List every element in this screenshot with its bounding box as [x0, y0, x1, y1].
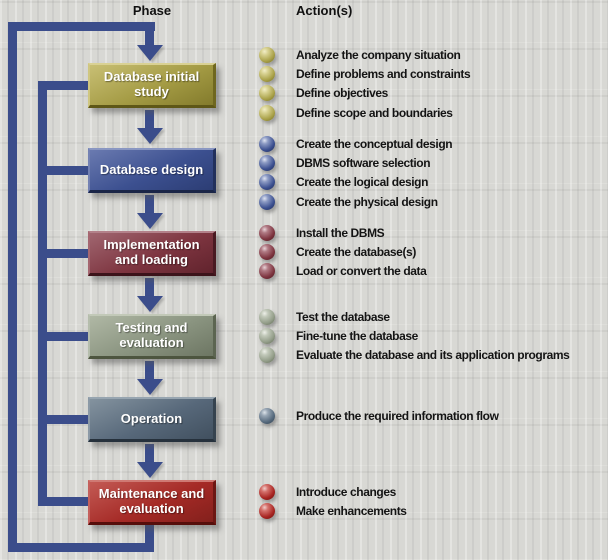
- action-item: Analyze the company situation: [259, 45, 470, 64]
- bullet-sphere-icon: [259, 244, 275, 261]
- action-label: Produce the required information flow: [296, 408, 499, 423]
- feedback-loop-left-line: [8, 22, 17, 552]
- action-label: Define problems and constraints: [296, 67, 471, 82]
- feedback-branch-phase-3: [38, 249, 90, 258]
- action-item: Define problems and constraints: [259, 64, 471, 83]
- bullet-sphere-icon: [259, 193, 275, 210]
- bullet-sphere-icon: [259, 503, 275, 520]
- action-label: Test the database: [296, 309, 390, 324]
- bullet-sphere-icon: [259, 135, 275, 152]
- action-group-operation: Produce the required information flow: [259, 406, 499, 425]
- phase-box-label: Database design: [99, 161, 204, 177]
- bullet-sphere-icon: [259, 104, 275, 121]
- phase-column-header: Phase: [132, 3, 172, 18]
- down-arrow-icon: [137, 45, 163, 61]
- down-arrow-icon: [137, 213, 163, 229]
- feedback-loop-top-line: [8, 22, 155, 31]
- down-arrow-icon: [137, 462, 163, 478]
- action-label: DBMS software selection: [296, 156, 431, 171]
- action-item: Introduce changes: [259, 482, 407, 501]
- flow-arrow-stub-5-6: [145, 444, 154, 462]
- action-item: Load or convert the data: [259, 262, 427, 281]
- flow-arrow-stub-4-5: [145, 361, 154, 379]
- action-label: Evaluate the database and its applicatio…: [296, 348, 570, 363]
- bullet-sphere-icon: [259, 46, 275, 63]
- bullet-sphere-icon: [259, 308, 275, 325]
- bullet-sphere-icon: [259, 263, 275, 280]
- phase-box-testing-and-evaluation: Testing and evaluation: [88, 314, 216, 359]
- flow-arrow-stub-3-4: [145, 278, 154, 296]
- bullet-sphere-icon: [259, 66, 275, 83]
- flow-arrow-stub-entry: [145, 29, 154, 47]
- action-item: Fine-tune the database: [259, 326, 569, 345]
- actions-column-header: Action(s): [296, 3, 353, 18]
- feedback-branch-phase-4: [38, 332, 90, 341]
- action-label: Create the database(s): [296, 245, 416, 260]
- action-item: Evaluate the database and its applicatio…: [259, 346, 570, 365]
- action-item: Make enhancements: [259, 501, 407, 520]
- flow-arrow-stub-2-3: [145, 195, 154, 213]
- action-group-testing-and-evaluation: Test the database Fine-tune the database…: [259, 307, 570, 365]
- down-arrow-icon: [137, 296, 163, 312]
- phase-box-label: Database initial study: [103, 69, 200, 99]
- feedback-inner-line: [38, 81, 47, 506]
- bullet-sphere-icon: [259, 328, 275, 345]
- action-group-database-initial-study: Analyze the company situation Define pro…: [259, 45, 471, 123]
- action-item: Define scope and boundaries: [259, 103, 470, 122]
- action-label: Load or convert the data: [296, 264, 427, 279]
- phase-box-label: Maintenance and evaluation: [98, 486, 205, 516]
- action-item: Install the DBMS: [259, 223, 426, 242]
- action-item: Create the logical design: [259, 173, 452, 192]
- action-label: Analyze the company situation: [296, 47, 461, 62]
- bullet-sphere-icon: [259, 483, 275, 500]
- phase-box-label: Testing and evaluation: [115, 320, 188, 350]
- action-item: Test the database: [259, 307, 569, 326]
- phase-box-implementation-and-loading: Implementation and loading: [88, 231, 216, 276]
- down-arrow-icon: [137, 128, 163, 144]
- action-item: Create the physical design: [259, 192, 452, 211]
- flow-arrow-stub-1-2: [145, 110, 154, 128]
- action-label: Create the physical design: [296, 194, 438, 209]
- phase-box-label: Implementation and loading: [103, 237, 200, 267]
- action-item: Create the conceptual design: [259, 134, 453, 153]
- action-group-maintenance-and-evaluation: Introduce changes Make enhancements: [259, 482, 407, 521]
- action-item: Create the database(s): [259, 242, 426, 261]
- bullet-sphere-icon: [259, 224, 275, 241]
- feedback-loop-bottom-line: [8, 543, 154, 552]
- action-item: Define objectives: [259, 84, 470, 103]
- feedback-branch-phase-5: [38, 415, 90, 424]
- action-label: Define objectives: [296, 86, 388, 101]
- phase-box-database-initial-study: Database initial study: [88, 63, 216, 108]
- phase-box-maintenance-and-evaluation: Maintenance and evaluation: [88, 480, 216, 525]
- action-label: Introduce changes: [296, 484, 396, 499]
- action-group-implementation-and-loading: Install the DBMS Create the database(s) …: [259, 223, 427, 281]
- action-item: DBMS software selection: [259, 153, 452, 172]
- feedback-branch-phase-1: [38, 81, 90, 90]
- feedback-loop-exit-stub: [145, 524, 154, 547]
- action-label: Create the conceptual design: [296, 136, 453, 151]
- action-label: Define scope and boundaries: [296, 105, 453, 120]
- phase-box-database-design: Database design: [88, 148, 216, 193]
- feedback-branch-phase-6: [38, 497, 90, 506]
- feedback-branch-phase-2: [38, 166, 90, 175]
- bullet-sphere-icon: [259, 85, 275, 102]
- action-label: Create the logical design: [296, 175, 429, 190]
- action-label: Fine-tune the database: [296, 329, 418, 344]
- action-item: Produce the required information flow: [259, 406, 499, 425]
- action-label: Make enhancements: [296, 504, 407, 519]
- phase-box-operation: Operation: [88, 397, 216, 442]
- bullet-sphere-icon: [259, 407, 275, 424]
- down-arrow-icon: [137, 379, 163, 395]
- phase-box-label: Operation: [120, 410, 183, 426]
- bullet-sphere-icon: [259, 174, 275, 191]
- bullet-sphere-icon: [259, 155, 275, 172]
- bullet-sphere-icon: [259, 347, 275, 364]
- action-label: Install the DBMS: [296, 225, 385, 240]
- action-group-database-design: Create the conceptual design DBMS softwa…: [259, 134, 453, 212]
